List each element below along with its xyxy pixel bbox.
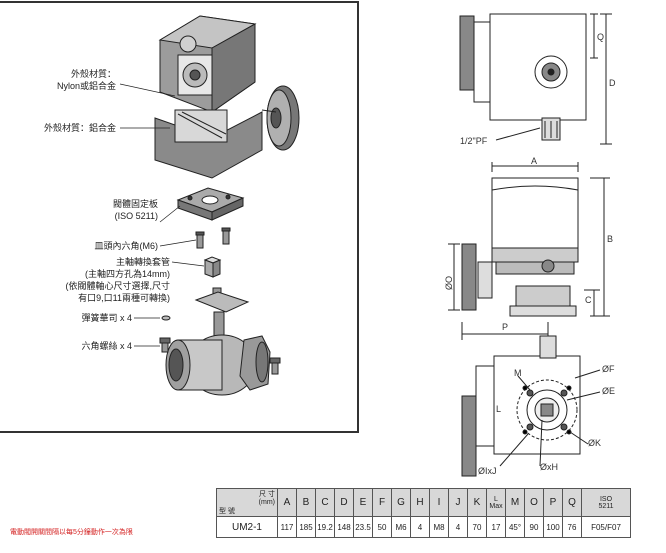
leader-lines — [119, 83, 205, 347]
dim-k: ØK — [588, 438, 602, 448]
dim-a: A — [531, 156, 538, 166]
col-header: ISO 5211 — [581, 488, 631, 517]
col-header: F — [372, 488, 392, 517]
hex-bolt-label: 六角螺絲 x 4 — [81, 341, 132, 351]
table-cell: 185 — [296, 516, 316, 538]
dim-ixj: ØIxJ — [478, 466, 497, 476]
col-header: C — [315, 488, 335, 517]
dim-q: Q — [597, 32, 605, 42]
table-cell: 45° — [505, 516, 525, 538]
mounting-plate — [176, 187, 245, 221]
bottom-view — [461, 335, 601, 477]
table-cell: 17 — [486, 516, 506, 538]
table-cell: 117 — [277, 516, 297, 538]
table-cell: 4 — [410, 516, 430, 538]
socket-screws — [195, 227, 231, 249]
dim-m: M — [514, 368, 522, 378]
side-view — [448, 162, 610, 340]
dim-c: C — [585, 295, 592, 305]
col-header: O — [524, 488, 544, 517]
table-cell: 23.5 — [353, 516, 373, 538]
table-cell: M8 — [429, 516, 449, 538]
table-cell: M6 — [391, 516, 411, 538]
dim-e: ØE — [602, 386, 616, 396]
col-header: G — [391, 488, 411, 517]
col-header: D — [334, 488, 354, 517]
col-header: I — [429, 488, 449, 517]
dim-p: P — [502, 322, 509, 332]
spring-washer-label: 彈簧華司 x 4 — [81, 313, 132, 323]
table-cell: 70 — [467, 516, 487, 538]
dim-pf: 1/2"PF — [460, 136, 488, 146]
table-cell: 19.2 — [315, 516, 335, 538]
exploded-view-frame — [0, 1, 359, 433]
mount-plate-label: 閥體固定板 (ISO 5211) — [112, 199, 158, 221]
housing-bottom-label: 外殼材質：鋁合金 — [43, 123, 116, 133]
table-cell: 50 — [372, 516, 392, 538]
col-header: B — [296, 488, 316, 517]
table-cell: 4 — [448, 516, 468, 538]
housing-top-label: 外殼材質： Nylon或鋁合金 — [56, 69, 116, 91]
header-corner: 尺 寸 (mm) 型 號 — [216, 488, 278, 517]
table-cell: 76 — [562, 516, 582, 538]
col-header: E — [353, 488, 373, 517]
dim-l: L — [496, 404, 502, 414]
actuator-exploded — [154, 15, 300, 179]
col-header: J — [448, 488, 468, 517]
spec-table: 尺 寸 (mm) 型 號 A B C D E F G H I J K L Max… — [216, 488, 631, 538]
col-header: L Max — [486, 488, 506, 517]
footnote: 電動閥開關間隔以每5分鐘動作一次為限 — [10, 529, 133, 536]
col-header: K — [467, 488, 487, 517]
header-size: 尺 寸 — [259, 491, 275, 498]
table-cell: 100 — [543, 516, 563, 538]
dim-o: ØO — [444, 275, 455, 291]
washers — [161, 315, 171, 321]
col-header: H — [410, 488, 430, 517]
table-cell: F05/F07 — [581, 516, 631, 538]
col-header: Q — [562, 488, 582, 517]
table-cell: 90 — [524, 516, 544, 538]
top-view — [459, 13, 612, 145]
dim-d: D — [609, 78, 616, 88]
shaft-sleeve-label: 主軸轉換套管 (主軸四方孔為14mm) (依閥體軸心尺寸選擇,尺寸 有口9,口1… — [65, 257, 171, 303]
model-cell: UM2-1 — [216, 516, 278, 538]
table-row: UM2-1 117 185 19.2 148 23.5 50 M6 4 M8 4… — [216, 516, 631, 538]
table-cell: 148 — [334, 516, 354, 538]
dim-xh: ØxH — [540, 462, 558, 472]
socket-screw-label: 皿頭內六角(M6) — [94, 241, 159, 251]
dim-f: ØF — [602, 364, 615, 374]
header-model: 型 號 — [219, 508, 235, 515]
header-unit: (mm) — [258, 499, 275, 506]
dim-b: B — [607, 234, 614, 244]
col-header: P — [543, 488, 563, 517]
col-header: A — [277, 488, 297, 517]
shaft-sleeve — [203, 256, 222, 278]
hex-bolts — [159, 337, 281, 375]
spec-table-header: 尺 寸 (mm) 型 號 A B C D E F G H I J K L Max… — [216, 488, 631, 517]
col-header: M — [505, 488, 525, 517]
ball-valve — [165, 287, 271, 396]
